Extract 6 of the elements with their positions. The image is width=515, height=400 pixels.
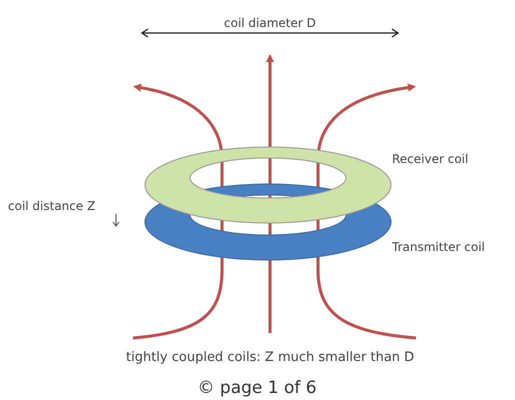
dimension-label: coil diameter D [224, 16, 316, 30]
part-label: Transmitter coil [392, 240, 485, 254]
caption: tightly coupled coils: Z much smaller than D [126, 350, 414, 365]
dimension-label: coil distance Z [8, 199, 96, 213]
part-label: Receiver coil [392, 152, 468, 166]
footer-text: © page 1 of 6 [198, 378, 317, 398]
